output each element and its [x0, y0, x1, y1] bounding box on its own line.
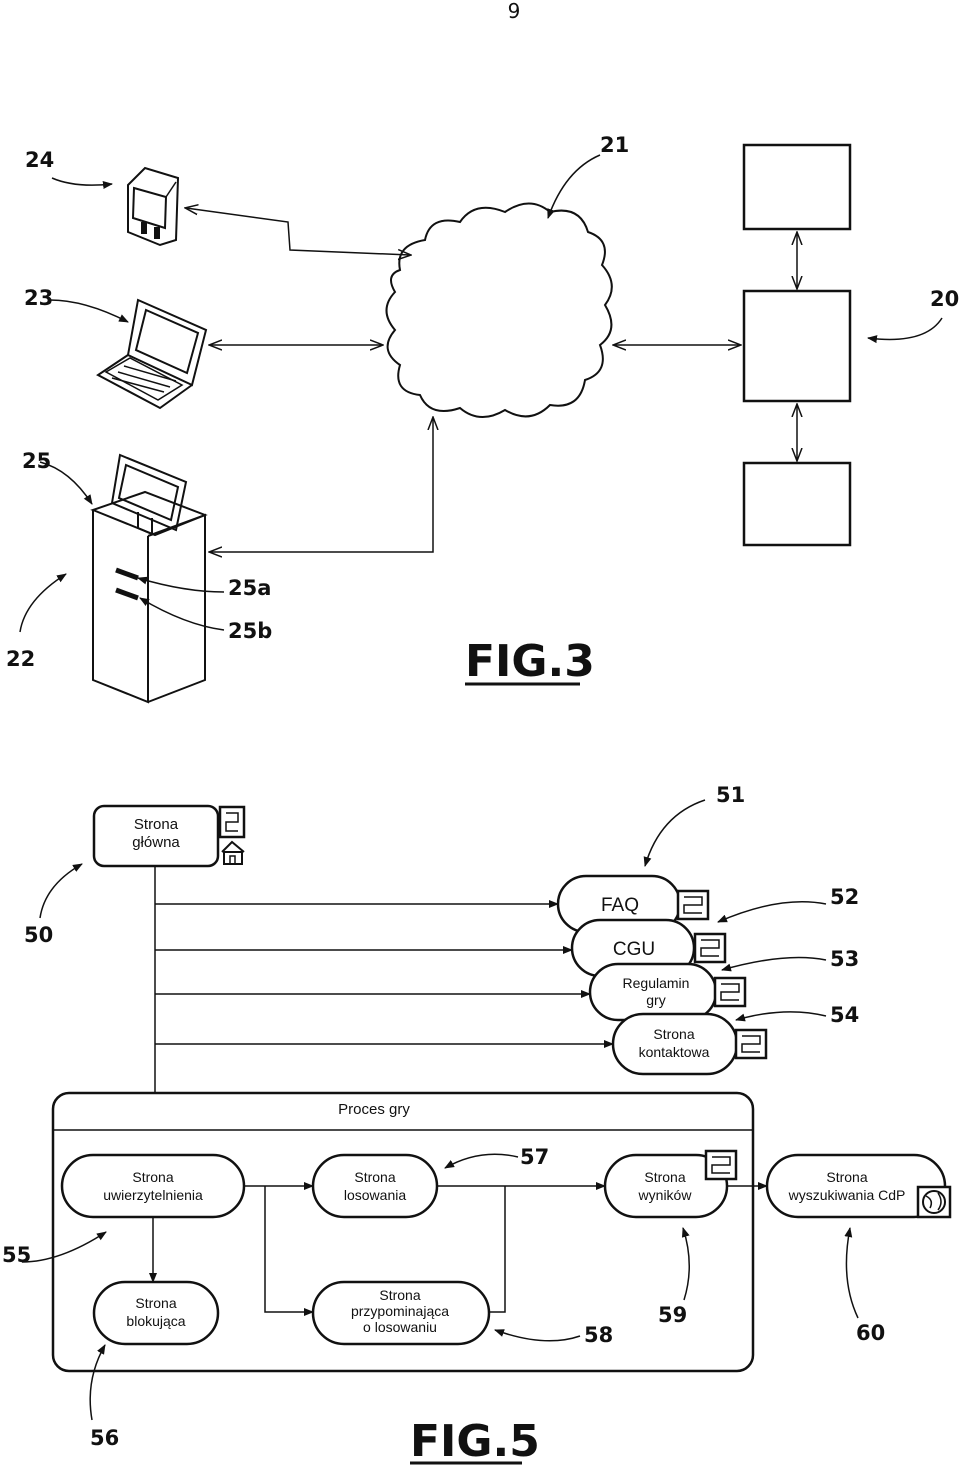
leader-53: [721, 956, 827, 972]
home-page-box: [92, 804, 220, 868]
ref-55: 55: [2, 1243, 31, 1267]
reminder-line2: przypominająca: [351, 1303, 449, 1319]
mobile-phone-icon: [127, 166, 180, 247]
faq-label: FAQ: [601, 895, 639, 916]
contact-line1: Strona: [653, 1026, 694, 1042]
leader-25: [39, 461, 93, 505]
ref-23: 23: [24, 286, 53, 310]
leader-20: [867, 317, 943, 344]
ref-59: 59: [658, 1303, 687, 1327]
regulamin-line1: Regulamin: [623, 975, 690, 991]
fig5-caption: FIG.5: [410, 1416, 540, 1467]
auth-page-box: [60, 1153, 246, 1219]
leader-25b: [139, 597, 225, 631]
leader-24: [51, 177, 113, 189]
kiosk-terminal-icon: [90, 453, 208, 704]
ref-50: 50: [24, 923, 53, 947]
ref-57: 57: [520, 1145, 549, 1169]
ref-51: 51: [716, 783, 745, 807]
leader-55: [21, 1231, 107, 1263]
leader-58: [494, 1329, 581, 1342]
leader-22: [19, 573, 67, 633]
leader-60: [844, 1227, 859, 1319]
auth-to-reminder-arrow: [264, 1186, 314, 1316]
fig3-caption: FIG.3: [465, 636, 595, 687]
ref-58: 58: [584, 1323, 613, 1347]
regulamin-line2: gry: [646, 992, 665, 1008]
leader-54: [735, 1011, 827, 1022]
auth-line2: uwierzytelnienia: [103, 1187, 203, 1203]
leader-50: [39, 863, 83, 919]
process-title: Proces gry: [338, 1101, 410, 1118]
page-number: 9: [508, 0, 521, 23]
wireless-link: [186, 208, 410, 255]
search-line2: wyszukiwania CdP: [788, 1187, 906, 1203]
contact-line2: kontaktowa: [639, 1044, 710, 1060]
laptop-icon: [96, 298, 208, 410]
server-box-top: [742, 143, 852, 231]
reminder-to-results-line: [489, 1186, 506, 1313]
regulamin-page: Regulamin gry: [588, 962, 747, 1022]
draw-line2: losowania: [344, 1187, 406, 1203]
globe-icon: [916, 1185, 952, 1219]
contact-page: Strona kontaktowa: [611, 1012, 768, 1076]
leader-23: [49, 299, 129, 323]
ref-54: 54: [830, 1003, 859, 1027]
leader-25a: [137, 576, 225, 593]
faq-page: FAQ: [556, 874, 710, 934]
ref-25: 25: [22, 449, 51, 473]
results-line2: wyników: [638, 1187, 693, 1203]
cgu-page: CGU: [570, 918, 727, 978]
reminder-line3: o losowaniu: [363, 1319, 437, 1335]
leader-57: [444, 1153, 519, 1169]
leader-52: [717, 901, 827, 923]
ref-60: 60: [856, 1321, 885, 1345]
draw-page-box: [311, 1153, 439, 1219]
leader-51: [643, 799, 706, 867]
leader-56: [89, 1344, 106, 1421]
server-box-middle: [742, 289, 852, 403]
block-line1: Strona: [135, 1295, 176, 1311]
ref-22: 22: [6, 647, 35, 671]
home-page-line2: główna: [132, 834, 180, 851]
ref-24: 24: [25, 148, 54, 172]
reminder-line1: Strona: [379, 1287, 420, 1303]
page-doc-icon: [218, 805, 246, 839]
home-icon: [221, 840, 245, 865]
cgu-label: CGU: [613, 939, 655, 960]
fig5: Strona główna FAQ CGU Regulamin gry: [2, 783, 952, 1467]
network-cloud: [385, 202, 613, 418]
block-line2: blokująca: [126, 1313, 185, 1329]
auth-line1: Strona: [132, 1169, 173, 1185]
leader-59: [681, 1227, 690, 1301]
ref-25b: 25b: [228, 619, 272, 643]
ref-52: 52: [830, 885, 859, 909]
ref-20: 20: [930, 287, 959, 311]
fig3: 24 23 25 25a 25b 22 21 20 FIG.3: [6, 133, 959, 704]
leader-21: [547, 154, 601, 219]
search-line1: Strona: [826, 1169, 867, 1185]
kiosk-link: [210, 418, 433, 552]
home-page-line1: Strona: [134, 816, 179, 833]
server-box-bottom: [742, 461, 852, 547]
draw-line1: Strona: [354, 1169, 395, 1185]
ref-53: 53: [830, 947, 859, 971]
ref-21: 21: [600, 133, 629, 157]
ref-56: 56: [90, 1426, 119, 1450]
results-line1: Strona: [644, 1169, 685, 1185]
ref-25a: 25a: [228, 576, 271, 600]
